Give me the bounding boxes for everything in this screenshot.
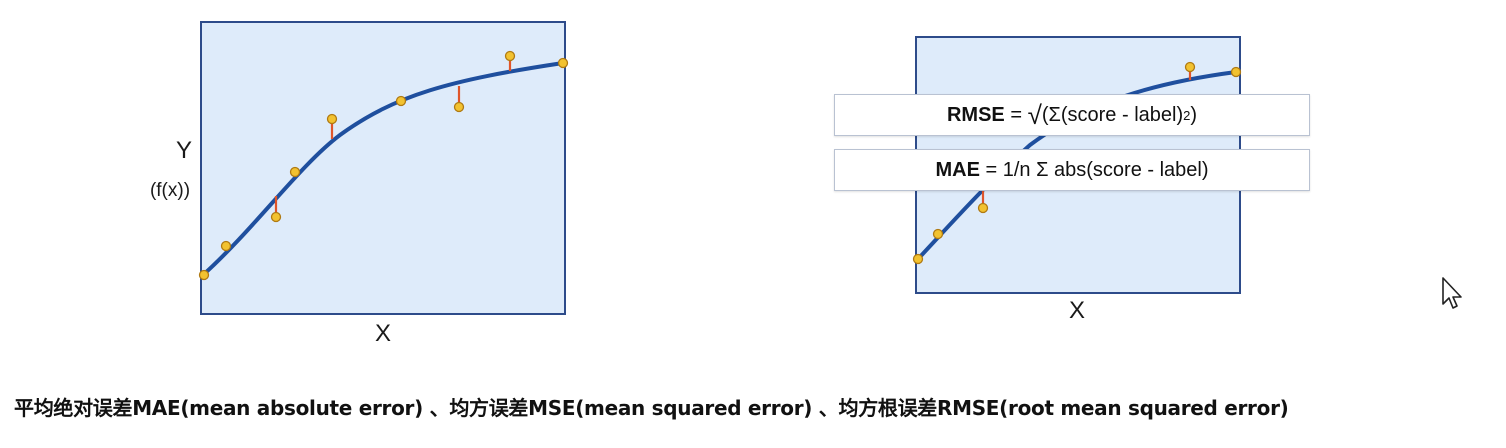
left-data-point-2 <box>220 240 232 252</box>
left-fit-curve <box>201 61 565 277</box>
right-data-point-4 <box>1184 61 1196 73</box>
right-data-point-3 <box>977 202 989 214</box>
caption-text: 平均绝对误差MAE(mean absolute error) 、均方误差MSE(… <box>14 396 1289 420</box>
sqrt-symbol: √ <box>1027 100 1042 130</box>
left-data-point-7 <box>453 101 465 113</box>
left-plot-content <box>198 50 569 281</box>
mae-body: = 1/n Σ abs(score - label) <box>979 158 1209 181</box>
right-x-axis-label: X <box>1069 297 1085 324</box>
mae-formula-box: MAE = 1/n Σ abs(score - label) <box>834 149 1310 191</box>
right-data-point-5 <box>1230 66 1242 78</box>
rmse-equals: = <box>1004 103 1028 126</box>
left-y-axis-label: Y <box>176 137 192 164</box>
left-data-point-9 <box>557 57 569 69</box>
left-regression-plot: Y (f(x)) X <box>150 21 569 347</box>
right-plot-content <box>912 61 1242 265</box>
right-data-point-1 <box>912 253 924 265</box>
left-data-point-1 <box>198 269 210 281</box>
rmse-body: (Σ(score - label) <box>1041 103 1184 126</box>
left-data-point-6 <box>395 95 407 107</box>
rmse-close: ) <box>1190 103 1198 126</box>
left-plot-frame <box>200 21 566 315</box>
left-data-point-4 <box>289 166 301 178</box>
rmse-formula-box: RMSE = √ (Σ(score - label) 2 ) <box>834 94 1310 136</box>
rmse-exponent: 2 <box>1183 107 1191 123</box>
mouse-cursor-icon <box>1442 277 1462 309</box>
left-x-axis-label: X <box>375 320 391 347</box>
left-data-point-8 <box>504 50 516 62</box>
left-y-axis-sublabel: (f(x)) <box>150 180 190 201</box>
left-data-point-3 <box>270 211 282 223</box>
left-data-point-5 <box>326 113 338 125</box>
rmse-name: RMSE <box>946 103 1005 126</box>
right-fit-curve <box>916 70 1238 261</box>
mae-name: MAE <box>935 158 980 181</box>
right-data-point-2 <box>932 228 944 240</box>
